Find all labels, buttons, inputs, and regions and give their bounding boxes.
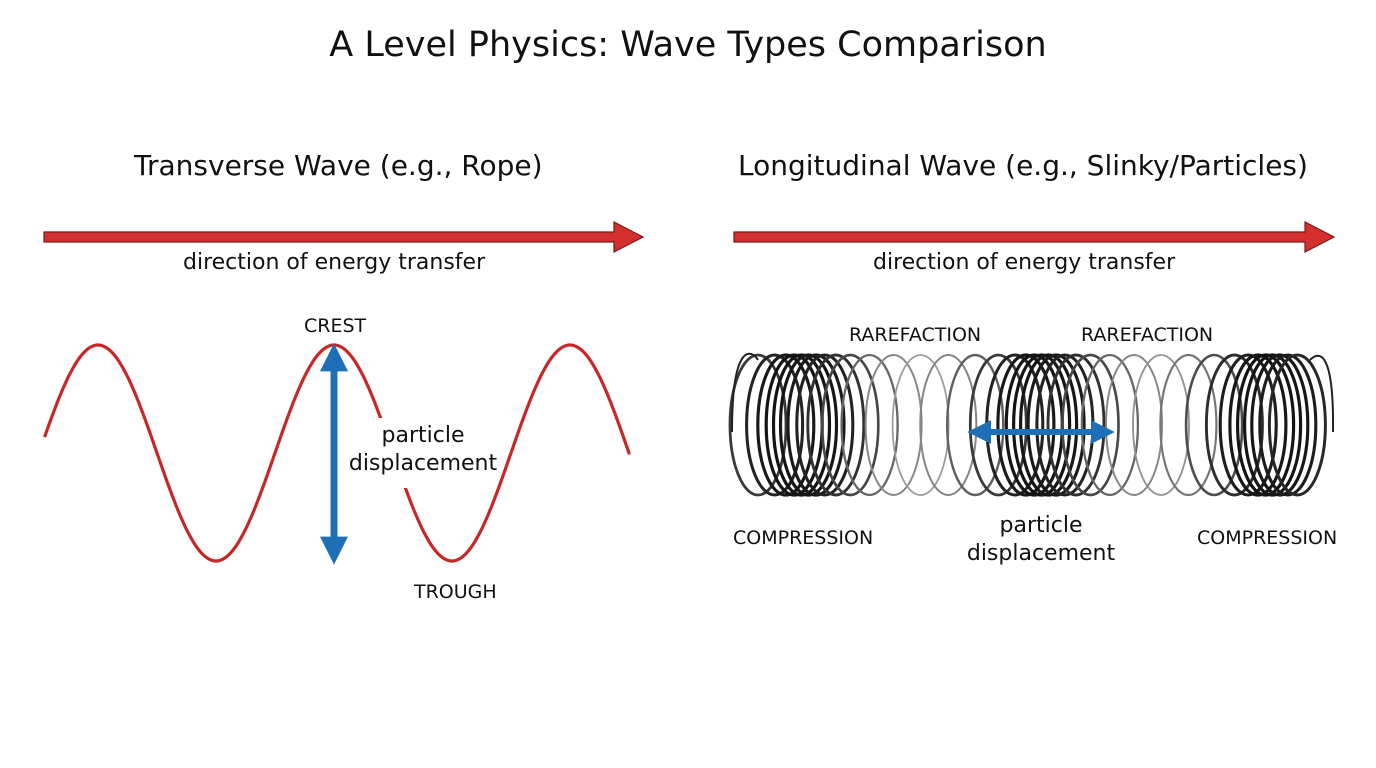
slinky-end-left xyxy=(731,352,759,433)
trough-label: TROUGH xyxy=(414,581,497,603)
compression-label-left: COMPRESSION xyxy=(733,527,874,549)
slinky-coil xyxy=(786,353,846,497)
slinky-coil xyxy=(1267,353,1327,497)
page-title: A Level Physics: Wave Types Comparison xyxy=(329,25,1047,65)
transverse-displacement-label: particle displacement xyxy=(340,422,506,478)
slinky-coil xyxy=(1105,354,1163,496)
slinky-coil xyxy=(1235,353,1296,497)
longitudinal-heading: Longitudinal Wave (e.g., Slinky/Particle… xyxy=(738,149,1308,182)
slinky-coil xyxy=(1243,353,1303,497)
longitudinal-energy-label: direction of energy transfer xyxy=(873,250,1176,275)
label-gap xyxy=(376,418,410,488)
slinky-coil xyxy=(820,353,880,497)
slinky-coil xyxy=(840,353,899,497)
longitudinal-displacement-label-line1: particle xyxy=(999,513,1083,538)
rarefaction-label-left: RAREFACTION xyxy=(849,324,982,346)
crest-label: CREST xyxy=(304,315,367,337)
transverse-displacement-label-line1: particle xyxy=(381,423,465,448)
longitudinal-displacement-label: particle displacement xyxy=(958,512,1124,568)
slinky-coil xyxy=(795,353,855,497)
slinky-coil xyxy=(806,353,866,497)
slinky-coil xyxy=(1159,353,1218,497)
slinky-coil xyxy=(1184,353,1244,497)
slinky-coil xyxy=(1228,353,1288,497)
slinky-coil xyxy=(756,353,816,497)
slinky-coil xyxy=(864,354,923,496)
rarefaction-label-right: RAREFACTION xyxy=(1081,324,1214,346)
slinky-coil xyxy=(771,353,832,497)
transverse-energy-arrow xyxy=(43,221,645,253)
longitudinal-displacement-label-line2: displacement xyxy=(966,541,1116,566)
slinky-coil xyxy=(778,353,839,497)
slinky-coil xyxy=(745,353,805,497)
transverse-energy-label: direction of energy transfer xyxy=(183,250,486,275)
slinky-coil xyxy=(1250,353,1310,497)
transverse-displacement-label-line2: displacement xyxy=(348,451,498,476)
slinky-coil xyxy=(1132,354,1190,496)
slinky-coil xyxy=(728,353,788,497)
slinky-coil xyxy=(1218,353,1278,497)
compression-label-right: COMPRESSION xyxy=(1197,527,1338,549)
slinky-end-right xyxy=(1309,354,1335,433)
longitudinal-slinky xyxy=(728,352,1335,497)
slinky-coil xyxy=(891,354,950,496)
transverse-heading: Transverse Wave (e.g., Rope) xyxy=(134,149,543,182)
slinky-coil xyxy=(1204,353,1264,497)
longitudinal-energy-arrow xyxy=(733,221,1336,253)
slinky-coil xyxy=(1258,353,1318,497)
